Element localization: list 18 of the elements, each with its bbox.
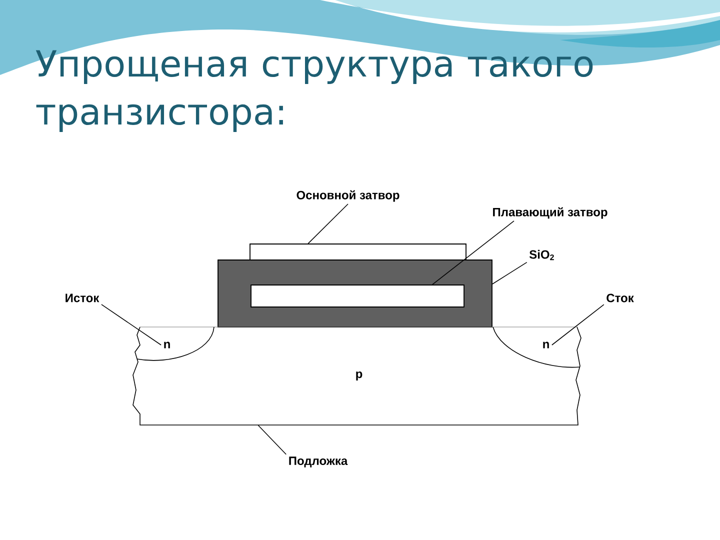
control-gate-plate	[250, 244, 466, 260]
part-label: Основной затвор	[296, 190, 400, 202]
part-label: Подложка	[289, 456, 348, 468]
leader-line	[552, 304, 604, 346]
leader-line	[432, 220, 514, 285]
leader-line	[492, 262, 528, 284]
leader-line	[308, 204, 348, 244]
part-label: Исток	[66, 294, 100, 302]
leader-line	[101, 304, 162, 346]
region-label: n	[543, 342, 549, 348]
part-label: Плавающий затвор	[493, 207, 608, 219]
slide-title: Упрощеная структура такого транзистора:	[36, 50, 593, 132]
part-label: Сток	[606, 294, 634, 302]
region-label: p	[356, 372, 362, 380]
part-label: SiO$_{2}$	[529, 250, 554, 260]
floating-gate-plate	[250, 284, 464, 308]
leader-line	[258, 424, 287, 455]
region-label: n	[164, 342, 170, 348]
